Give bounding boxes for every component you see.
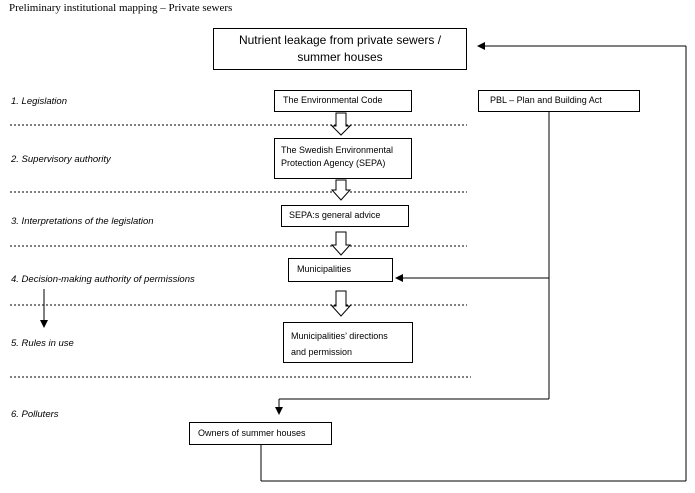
figure-caption: Preliminary institutional mapping – Priv… [9,2,233,14]
block-arrow-4 [330,290,352,317]
sepa-advice-box: SEPA:s general advice [281,205,409,227]
block-arrow-3 [330,231,352,256]
owners-feedback-loop [260,42,687,482]
pbl-label: PBL – Plan and Building Act [490,95,602,105]
sepa-line-1: The Swedish Environmental [281,145,394,155]
municipalities-box: Municipalities [288,258,393,282]
pbl-box: PBL – Plan and Building Act [478,90,640,112]
level-2-label: 2. Supervisory authority [11,154,111,165]
directions-box: Municipalities’ directions and permissio… [283,322,413,363]
environmental-code-box: The Environmental Code [274,90,412,112]
environmental-code-label: The Environmental Code [283,95,383,105]
sepa-line-2: Protection Agency (SEPA) [281,158,386,168]
title-box: Nutrient leakage from private sewers / s… [213,28,467,70]
title-line-1: Nutrient leakage from private sewers / [238,33,442,47]
flow-block-arrows [330,112,352,317]
level-separators [10,124,471,378]
owners-box: Owners of summer houses [189,422,332,445]
level-4-label: 4. Decision-making authority of permissi… [11,274,195,285]
block-arrow-2 [330,179,352,201]
level-5-label: 5. Rules in use [11,338,74,349]
sepa-box: The Swedish Environmental Protection Age… [274,138,412,179]
level-3-label: 3. Interpretations of the legislation [11,216,154,227]
title-line-2: summer houses [297,50,383,64]
block-arrow-1 [330,112,352,136]
directions-line-2: and permission [291,347,353,357]
pbl-connectors [275,112,550,415]
municipalities-label: Municipalities [297,264,352,274]
level-6-label: 6. Polluters [11,409,59,420]
directions-line-1: Municipalities’ directions [291,331,388,341]
level-1-label: 1. Legislation [11,96,67,107]
sepa-advice-label: SEPA:s general advice [289,210,381,220]
owners-label: Owners of summer houses [198,428,306,438]
